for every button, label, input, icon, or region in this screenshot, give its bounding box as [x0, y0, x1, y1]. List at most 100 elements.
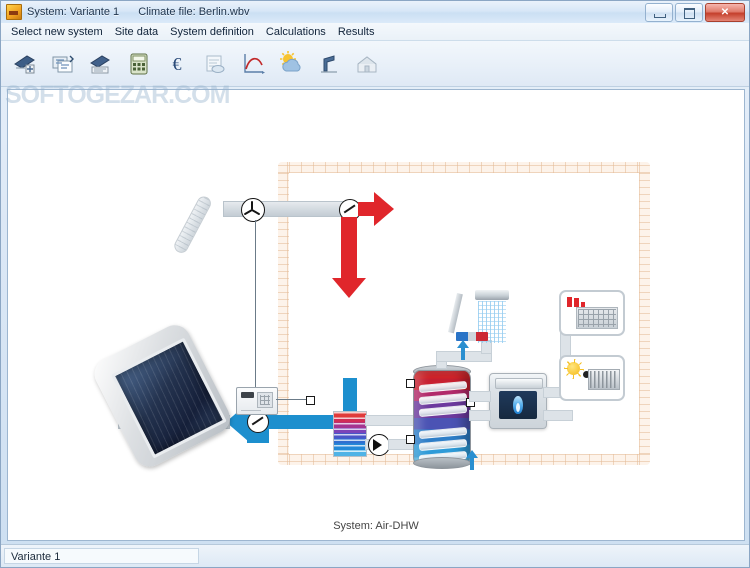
collector-definition-icon: [90, 54, 110, 73]
supply-arrow-stem-down: [341, 217, 357, 278]
controller-sensor-wire-right: [276, 399, 308, 401]
maximize-button[interactable]: [675, 3, 703, 22]
controller-keypad: [257, 392, 273, 408]
mixer-cold-arrow: [457, 340, 469, 348]
system-variants-icon: [52, 55, 74, 72]
panel-red-bars: [567, 297, 585, 307]
panel-grid: [576, 307, 618, 329]
toolbar-report-button[interactable]: [199, 47, 231, 81]
status-bar: Variante 1: [1, 544, 749, 567]
hx-supply-pipe: [365, 415, 415, 426]
menu-label: Calculations: [265, 25, 326, 38]
sensor-node-controller: [306, 396, 315, 405]
system-caption: System: Air-DHW: [333, 520, 419, 532]
controller-sensor-wire-up: [255, 220, 257, 387]
boiler-grill: [495, 378, 543, 389]
mixer-cold-stem: [461, 348, 465, 360]
minimize-button[interactable]: [645, 3, 673, 22]
fan-symbol: [241, 198, 265, 222]
radiator-valve-icon: [583, 371, 590, 378]
boiler-outlet-pipe: [469, 410, 491, 421]
supply-arrow-stem-right: [358, 202, 374, 216]
stratified-dhw-tank[interactable]: [413, 365, 471, 469]
toolbar-building-button[interactable]: [351, 47, 383, 81]
toolbar-system-variants-button[interactable]: [47, 47, 79, 81]
menu-label: Results: [337, 25, 375, 38]
solar-controller[interactable]: [236, 387, 278, 415]
solar-gain-panel[interactable]: [559, 355, 625, 401]
return-duct-stub: [247, 429, 269, 443]
toolbar-euro-cost-button[interactable]: €: [161, 47, 193, 81]
return-duct-horizontal: [248, 415, 357, 429]
shower-head: [475, 290, 509, 300]
system-schematic-canvas[interactable]: System: Air-DHW: [7, 89, 745, 541]
menu-label: Site data: [114, 25, 159, 38]
menu-item-calculations[interactable]: Calculations: [260, 25, 332, 39]
radiator-icon: [588, 369, 620, 390]
status-variant-cell: Variante 1: [4, 548, 199, 564]
toolbar: €: [1, 41, 749, 109]
app-icon: [6, 4, 22, 20]
tank-coil: [418, 426, 468, 440]
boiler-inlet-pipe: [469, 391, 491, 402]
red-bar: [567, 297, 572, 307]
menu-item-select-new-system[interactable]: Select new system: [5, 25, 109, 39]
supply-arrow-right: [374, 192, 394, 226]
tank-coil: [418, 438, 468, 452]
toolbar-climate-data-button[interactable]: [275, 47, 307, 81]
tank-coil: [418, 404, 468, 418]
collector-frame: [89, 319, 236, 473]
close-button[interactable]: ✕: [705, 3, 745, 22]
close-icon: ✕: [720, 6, 730, 18]
toolbar-collector-definition-button[interactable]: [85, 47, 117, 81]
boiler-to-panel-bottom: [543, 410, 573, 421]
calculator-icon: [130, 53, 148, 74]
minimize-icon: [654, 14, 666, 18]
hot-cold-mixer[interactable]: [456, 332, 488, 341]
red-bar: [574, 298, 579, 307]
euro-cost-icon: €: [173, 54, 182, 74]
toolbar-diagrams-button[interactable]: [237, 47, 269, 81]
circulation-pump: [368, 434, 390, 456]
building-house-icon: [357, 55, 377, 72]
collector-absorber-glass: [111, 337, 227, 459]
title-bar: System: Variante 1 Climate file: Berlin.…: [1, 1, 749, 24]
gas-boiler[interactable]: [489, 373, 547, 429]
window-controls: ✕: [645, 3, 745, 22]
supply-arrow-down: [332, 278, 366, 298]
toolbar-collector-orientation-button[interactable]: [313, 47, 345, 81]
collector-tilt-icon: [321, 54, 337, 73]
svg-text:€: €: [173, 54, 182, 74]
heat-demand-panel[interactable]: [559, 290, 625, 336]
menu-item-system-definition[interactable]: System definition: [164, 25, 260, 39]
tank-sensor-top: [406, 379, 415, 388]
cold-water-inlet-arrow: [466, 450, 478, 458]
menu-bar: Select new system Site data System defin…: [1, 23, 749, 41]
tank-body: [413, 370, 471, 466]
menu-item-results[interactable]: Results: [332, 25, 381, 39]
boiler-flame-icon: [513, 396, 523, 414]
solar-air-collector[interactable]: [81, 310, 247, 480]
new-collector-system-icon: [14, 54, 35, 73]
menu-label: Select new system: [11, 25, 103, 38]
air-water-heat-exchanger[interactable]: [333, 411, 367, 457]
maximize-icon: [684, 8, 695, 19]
tank-coil: [418, 392, 468, 406]
controller-display: [241, 392, 254, 398]
red-bar: [581, 302, 585, 307]
boiler-window: [499, 391, 537, 419]
title-climate-text: Climate file: Berlin.wbv: [138, 6, 250, 18]
menu-item-site-data[interactable]: Site data: [109, 25, 164, 39]
menu-label: System definition: [170, 25, 254, 38]
report-icon: [206, 55, 225, 73]
collector-supply-flex-duct: [171, 194, 214, 256]
toolbar-new-collector-system-button[interactable]: [9, 47, 41, 81]
cold-water-stem: [470, 458, 474, 470]
controller-line: [241, 410, 261, 411]
window-title: System: Variante 1 Climate file: Berlin.…: [27, 6, 249, 18]
toolbar-calculator-button[interactable]: [123, 47, 155, 81]
tank-bottom-cap: [413, 457, 471, 469]
weather-sun-cloud-icon: [280, 50, 301, 71]
title-system-text: System: Variante 1: [27, 6, 120, 18]
